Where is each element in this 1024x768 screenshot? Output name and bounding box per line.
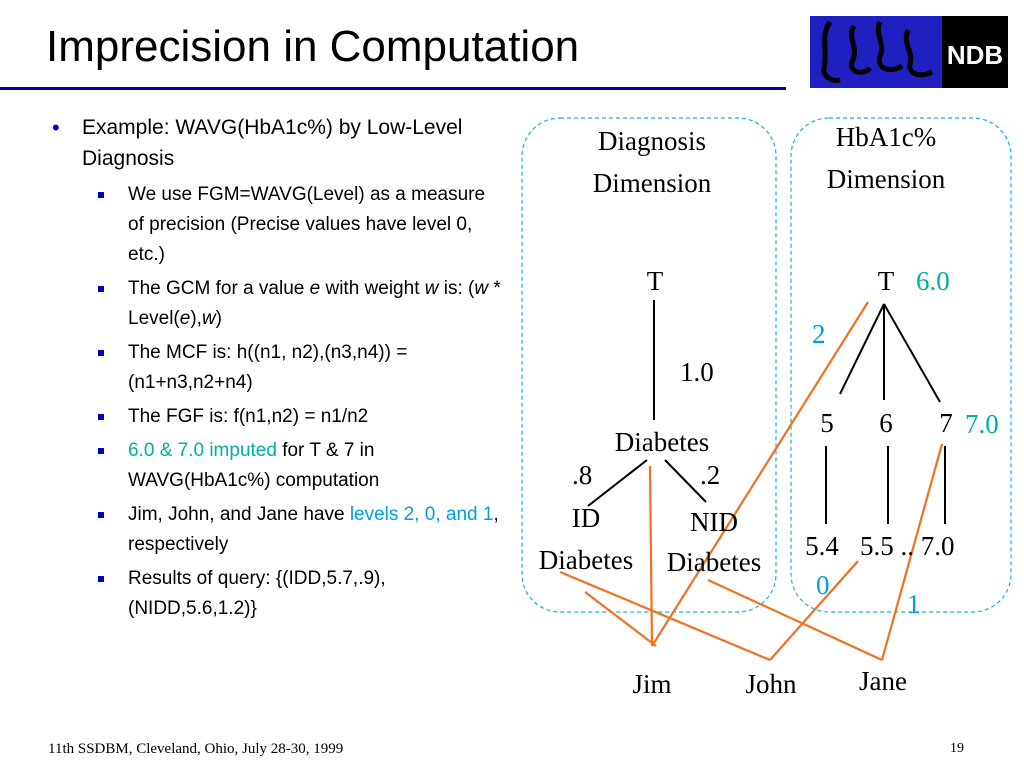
bullet-main: • Example: WAVG(HbA1c%) by Low-Level Dia… [52, 112, 502, 174]
sub-bullet-text: Jim, John, and Jane have [128, 504, 350, 525]
id-diabetes-node-line2: Diabetes [539, 545, 633, 575]
edge-jim-id [584, 591, 657, 647]
sub-bullet-text: The GCM for a value [128, 278, 310, 299]
fact-john: John [745, 669, 797, 699]
sub-bullet-levels: Jim, John, and Jane have levels 2, 0, an… [52, 500, 502, 560]
edge-diabetes-nid [664, 459, 707, 503]
edge-diabetes-id [587, 459, 648, 507]
hba1c-node-7: 7 [939, 408, 953, 438]
sub-bullet-text: * Level( [128, 278, 501, 329]
bullet-list: • Example: WAVG(HbA1c%) by Low-Level Dia… [52, 112, 502, 628]
slide-footer: 11th SSDBM, Cleveland, Ohio, July 28-30,… [48, 741, 344, 757]
italic-e: e [179, 308, 191, 329]
edge-john-54 [769, 560, 859, 661]
sub-bullet-text: The MCF is: h((n1, n2),(n3,n4)) = (n1+n3… [128, 342, 408, 393]
jim-level: 2 [812, 319, 826, 349]
edge-weight-nid: .2 [700, 460, 720, 490]
bullet-dot: • [52, 115, 60, 140]
edge-jim-diabetes [648, 465, 654, 647]
sub-bullet-text: , respectively [128, 504, 499, 555]
hba1c-title-line1: HbA1c% [836, 122, 936, 152]
edge-john-id [559, 570, 771, 662]
square-bullet-icon [98, 512, 104, 518]
hba1c-value-range: 5.5 .. 7.0 [860, 531, 955, 561]
jane-level: 1 [907, 589, 921, 619]
hba1c-dimension-box [790, 117, 1012, 613]
edge-weight-id: .8 [572, 460, 592, 490]
fact-jim: Jim [632, 669, 671, 699]
sub-bullet-mcf: The MCF is: h((n1, n2),(n3,n4)) = (n1+n3… [52, 338, 502, 398]
sub-bullet-gcm: The GCM for a value e with weight w is: … [52, 274, 502, 334]
sub-bullet-results: Results of query: {(IDD,5.7,.9), (NIDD,5… [52, 564, 502, 624]
sub-bullet-text: The FGF is: f(n1,n2) = n1/n2 [128, 406, 369, 427]
edge-jim-t [651, 301, 869, 647]
slide-title: Imprecision in Computation [46, 22, 580, 71]
sub-bullet-text: ), [190, 308, 202, 329]
ndb-logo: NDB [810, 16, 1008, 88]
diabetes-node: Diabetes [615, 427, 709, 457]
edge-t-5 [839, 303, 885, 395]
hba1c-top-node: T [878, 266, 895, 296]
john-level: 0 [816, 570, 830, 600]
bullet-main-text: Example: WAVG(HbA1c%) by Low-Level Diagn… [82, 116, 463, 170]
sub-bullet-fgf: The FGF is: f(n1,n2) = n1/n2 [52, 402, 502, 432]
sub-bullet-fgm: We use FGM=WAVG(Level) as a measure of p… [52, 180, 502, 270]
edge-jane-7 [880, 443, 944, 661]
sub-bullet-imputed: 6.0 & 7.0 imputed for T & 7 in WAVG(HbA1… [52, 436, 502, 496]
hba1c-title-line2: Dimension [827, 164, 946, 194]
sub-bullet-text: Results of query: {(IDD,5.7,.9), (NIDD,5… [128, 568, 386, 619]
levels-highlight: levels 2, 0, and 1 [349, 504, 494, 525]
imputed-value-t: 6.0 [916, 266, 950, 296]
nid-diabetes-node-line2: Diabetes [667, 547, 761, 577]
square-bullet-icon [98, 414, 104, 420]
square-bullet-icon [98, 350, 104, 356]
logo-text: NDB [947, 40, 1003, 70]
diagnosis-title-line1: Diagnosis [598, 126, 706, 156]
imputed-highlight: 6.0 & 7.0 imputed [128, 440, 277, 461]
italic-w: w [474, 278, 489, 299]
sub-bullet-text: is: ( [438, 278, 475, 299]
id-diabetes-node-line1: ID [572, 503, 601, 533]
square-bullet-icon [98, 286, 104, 292]
diagnosis-top-node: T [647, 266, 664, 296]
diagnosis-title-line2: Dimension [593, 168, 712, 198]
nid-diabetes-node-line1: NID [690, 507, 738, 537]
edge-weight-1: 1.0 [680, 357, 714, 387]
hba1c-node-5: 5 [820, 408, 834, 438]
fact-jane: Jane [859, 666, 907, 696]
sub-bullet-text: ) [215, 308, 222, 329]
page-number: 19 [950, 741, 964, 756]
imputed-value-7: 7.0 [965, 409, 999, 439]
square-bullet-icon [98, 576, 104, 582]
square-bullet-icon [98, 192, 104, 198]
italic-w: w [424, 278, 439, 299]
edge-t-7 [883, 303, 941, 403]
sub-bullet-text: We use FGM=WAVG(Level) as a measure of p… [128, 184, 486, 265]
square-bullet-icon [98, 448, 104, 454]
title-divider [0, 87, 786, 90]
hba1c-node-6: 6 [879, 408, 893, 438]
sub-bullet-text: with weight [320, 278, 425, 299]
hba1c-value-54: 5.4 [805, 531, 839, 561]
sub-bullet-text: for T & 7 in WAVG(HbA1c%) computation [128, 440, 380, 491]
italic-w: w [201, 308, 216, 329]
italic-e: e [309, 278, 321, 299]
edge-jane-nid [707, 579, 883, 661]
